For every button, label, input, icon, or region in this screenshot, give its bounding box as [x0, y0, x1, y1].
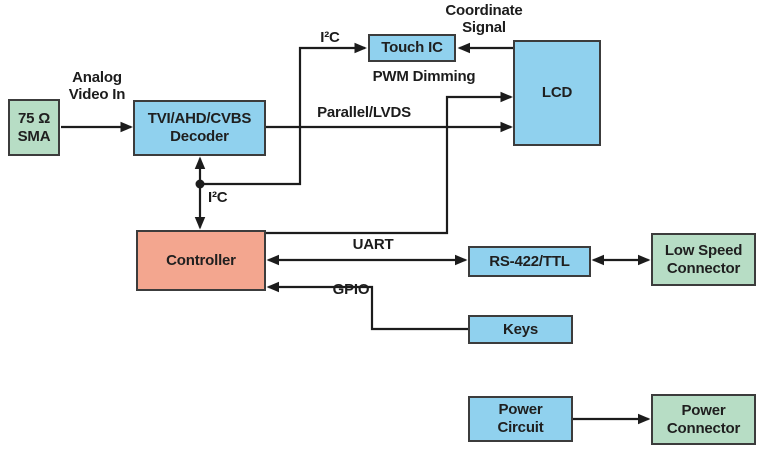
block-power-circuit: Power Circuit: [468, 396, 573, 442]
label-i2c-touch: I²C: [320, 29, 340, 46]
label-gpio: GPIO: [332, 281, 370, 298]
block-controller: Controller: [136, 230, 266, 291]
wire-pwm-dimming: [266, 91, 513, 235]
i2c-junction-dot: [195, 179, 205, 189]
wire-i2c-touch-ic: [200, 42, 367, 186]
block-touch-ic: Touch IC: [368, 34, 456, 62]
block-decoder: TVI/AHD/CVBS Decoder: [133, 100, 266, 156]
label-pwm-dimming: PWM Dimming: [372, 68, 476, 85]
label-uart: UART: [352, 236, 394, 253]
block-keys: Keys: [468, 315, 573, 344]
label-coordinate-signal: Coordinate Signal: [445, 2, 523, 36]
wire-gpio: [266, 281, 468, 331]
label-analog-video-in: Analog Video In: [68, 69, 126, 103]
block-power-connector: Power Connector: [651, 394, 756, 445]
block-low-speed-connector: Low Speed Connector: [651, 233, 756, 286]
block-lcd: LCD: [513, 40, 601, 146]
block-sma: 75 Ω SMA: [8, 99, 60, 156]
block-rs422: RS-422/TTL: [468, 246, 591, 277]
label-parallel-lvds: Parallel/LVDS: [317, 104, 411, 121]
label-i2c-controller: I²C: [208, 189, 228, 206]
